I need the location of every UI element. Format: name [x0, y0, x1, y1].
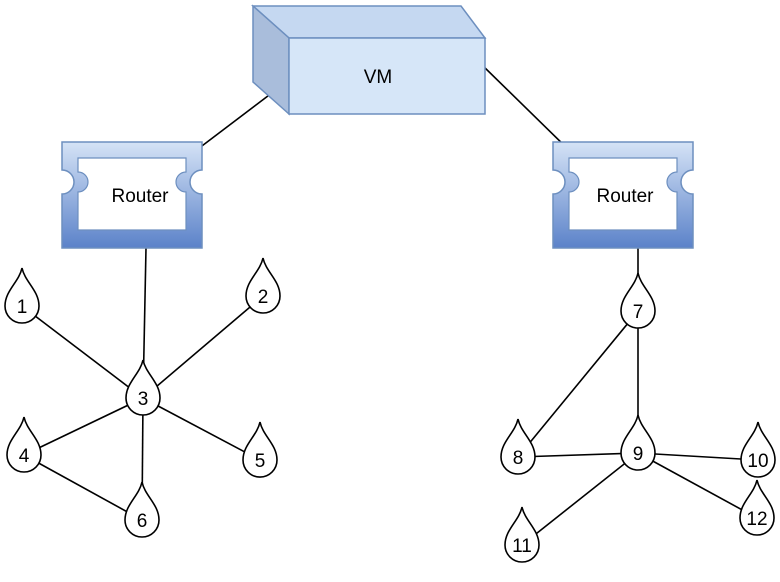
node-6: 6	[124, 481, 160, 538]
edge-n2-n3	[142, 295, 264, 399]
vm-label: VM	[364, 67, 393, 88]
node-4: 4	[6, 416, 42, 473]
edge-n1-n3	[21, 305, 144, 399]
node-label: 10	[747, 451, 768, 472]
node-7: 7	[620, 272, 656, 329]
node-label: 3	[138, 389, 149, 410]
edge-n4-n6	[23, 454, 143, 521]
node-2: 2	[245, 257, 281, 314]
node-shape	[620, 272, 656, 329]
node-10: 10	[740, 421, 776, 478]
edge-vm-router-right	[480, 63, 573, 154]
edge-n3-n4	[23, 397, 144, 456]
node-label: 5	[255, 451, 266, 472]
node-label: 9	[633, 444, 644, 465]
node-label: 7	[633, 302, 644, 323]
node-12: 12	[739, 479, 775, 536]
connection-lines	[21, 63, 759, 546]
node-shape	[242, 421, 278, 478]
node-label: 12	[746, 509, 767, 530]
vm-box: VM	[251, 4, 487, 116]
router-left-label: Router	[111, 186, 169, 207]
node-shape	[6, 416, 42, 473]
node-shape	[504, 506, 540, 563]
router-right: Router	[552, 141, 694, 249]
node-label: 2	[258, 287, 269, 308]
node-shape	[620, 414, 656, 471]
node-8: 8	[500, 418, 536, 475]
node-3: 3	[125, 359, 161, 416]
router-left: Router	[61, 141, 203, 249]
node-label: 11	[512, 536, 532, 557]
node-label: 4	[19, 446, 30, 467]
node-11: 11	[504, 506, 540, 563]
node-label: 6	[137, 511, 148, 532]
node-shape	[125, 359, 161, 416]
edge-n7-n8	[517, 310, 639, 458]
node-shape	[740, 421, 776, 478]
node-label: 1	[17, 297, 28, 318]
node-1: 1	[4, 267, 40, 324]
node-shape	[739, 479, 775, 536]
router-right-label: Router	[596, 186, 654, 207]
edge-n9-n12	[637, 452, 758, 519]
edge-n3-n5	[142, 397, 261, 461]
node-shape	[500, 418, 536, 475]
node-shape	[4, 267, 40, 324]
edge-n9-n10	[637, 452, 759, 461]
node-9: 9	[620, 414, 656, 471]
node-5: 5	[242, 421, 278, 478]
node-label: 8	[513, 448, 524, 469]
edge-n8-n9	[517, 452, 639, 458]
edge-n9-n11	[521, 452, 639, 546]
node-shape	[245, 257, 281, 314]
node-shape	[124, 481, 160, 538]
